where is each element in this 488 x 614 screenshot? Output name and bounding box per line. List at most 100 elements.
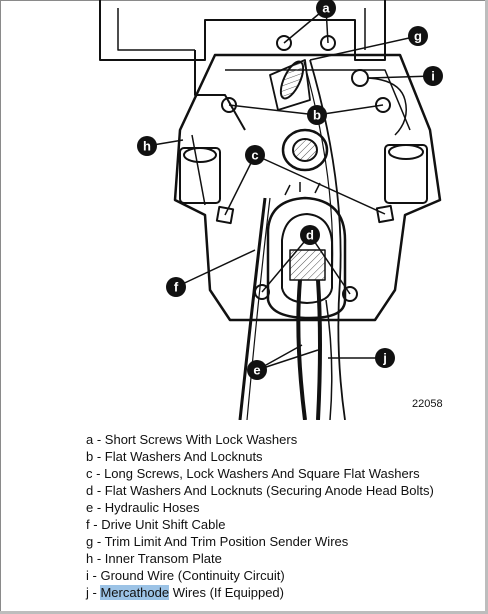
right-stud-housing: [384, 144, 428, 204]
legend-letter: i: [86, 568, 89, 583]
square-washer-c2: [375, 204, 395, 224]
plate-inner-edge: [191, 69, 411, 206]
callout-circle: [316, 0, 336, 18]
hydraulic-hose-1: [296, 279, 307, 420]
callout-e: e: [247, 360, 267, 380]
anode-top-pins: [284, 182, 321, 196]
legend-letter: a: [86, 432, 94, 447]
leader-f: [175, 249, 256, 288]
legend-text: Inner Transom Plate: [104, 551, 222, 566]
legend-text: Trim Limit And Trim Position Sender Wire…: [104, 534, 349, 549]
legend-letter: j: [86, 585, 89, 600]
callout-markers: a g i b h c d f e j: [137, 0, 443, 380]
callout-b: b: [307, 105, 327, 125]
legend-text: Flat Washers And Locknuts (Securing Anod…: [104, 483, 434, 498]
callout-i: i: [423, 66, 443, 86]
legend-text: Wires (If Equipped): [172, 585, 284, 600]
callout-letter: d: [306, 228, 314, 243]
legend-letter: d: [86, 483, 94, 498]
callout-letter: a: [322, 1, 330, 16]
callout-d: d: [300, 225, 320, 245]
legend-item-b: b - Flat Washers And Locknuts: [86, 449, 263, 464]
legend-text: Hydraulic Hoses: [104, 500, 200, 515]
center-port: [281, 128, 329, 172]
page-shadow-right: [485, 0, 488, 614]
ground-wire: [367, 77, 407, 136]
anode-head: [266, 196, 347, 320]
trim-sender-wires: [309, 59, 346, 420]
callout-letter: c: [251, 148, 258, 163]
callout-j: j: [375, 348, 395, 368]
sender-fitting: [279, 60, 305, 100]
callout-letter: h: [143, 139, 151, 154]
leader-i: [367, 75, 434, 79]
highlighted-text-selection[interactable]: Mercathode: [100, 585, 170, 600]
left-stud-top: [183, 147, 217, 163]
legend-item-h: h - Inner Transom Plate: [86, 551, 222, 566]
shift-cable: [238, 197, 267, 420]
legend-item-g: g - Trim Limit And Trim Position Sender …: [86, 534, 349, 549]
legend-item-d: d - Flat Washers And Locknuts (Securing …: [86, 483, 434, 498]
callout-letter: i: [431, 69, 435, 84]
hydraulic-hose-2: [316, 279, 322, 420]
parts-legend: a - Short Screws With Lock Washers b - F…: [86, 431, 434, 601]
legend-item-f: f - Drive Unit Shift Cable: [86, 517, 226, 532]
legend-text: Long Screws, Lock Washers And Square Fla…: [104, 466, 420, 481]
callout-h: h: [137, 136, 157, 156]
figure-number: 22058: [412, 398, 443, 410]
leader-d: [261, 234, 351, 295]
legend-text: Short Screws With Lock Washers: [104, 432, 298, 447]
callout-circle: [245, 145, 265, 165]
inner-transom-plate: [173, 53, 442, 322]
nut-b1: [221, 97, 237, 113]
callout-f: f: [166, 277, 186, 297]
callout-circle: [166, 277, 186, 297]
legend-letter: b: [86, 449, 94, 464]
callout-circle: [408, 26, 428, 46]
square-washer-c1: [215, 205, 235, 225]
screw-a1: [276, 35, 292, 51]
legend-letter: e: [86, 500, 94, 515]
leader-b: [228, 104, 384, 116]
legend-item-i: i - Ground Wire (Continuity Circuit): [86, 568, 285, 583]
nut-d2: [342, 286, 358, 302]
legend-item-a: a - Short Screws With Lock Washers: [86, 432, 298, 447]
bracket-left-arm: [194, 50, 246, 131]
callout-letter: e: [253, 363, 260, 378]
legend-letter: h: [86, 551, 94, 566]
transom-assembly-illustration: a g i b h c d f e j: [99, 0, 443, 420]
legend-letter: g: [86, 534, 94, 549]
callout-c: c: [245, 145, 265, 165]
callout-circle: [423, 66, 443, 86]
callout-g: g: [408, 26, 428, 46]
leader-g: [309, 35, 419, 61]
legend-text: Flat Washers And Locknuts: [104, 449, 263, 464]
callout-letter: g: [414, 29, 422, 44]
legend-letter: c: [86, 466, 93, 481]
page-shadow-bottom: [0, 611, 488, 614]
shift-cable-outline: [246, 197, 271, 420]
callout-letter: f: [174, 280, 179, 295]
anode-window: [289, 249, 326, 281]
callout-circle: [375, 348, 395, 368]
callout-a: a: [316, 0, 336, 18]
callout-circle: [307, 105, 327, 125]
legend-letter: f: [86, 517, 90, 532]
legend-text: Ground Wire (Continuity Circuit): [100, 568, 285, 583]
callout-circle: [247, 360, 267, 380]
upper-housing: [99, 0, 386, 61]
anode-head-inner: [281, 213, 333, 304]
legend-item-j: j - Mercathode Wires (If Equipped): [86, 585, 284, 600]
callout-letter: b: [313, 108, 321, 123]
legend-item-e: e - Hydraulic Hoses: [86, 500, 200, 515]
legend-text: Drive Unit Shift Cable: [101, 517, 226, 532]
mercathode-wires: [325, 299, 333, 420]
center-port-inner: [292, 138, 318, 162]
callout-circle: [300, 225, 320, 245]
nut-b2: [375, 97, 391, 113]
ground-terminal: [351, 69, 369, 87]
callout-letter: j: [382, 351, 387, 366]
right-stud-top: [388, 144, 424, 160]
callout-circle: [137, 136, 157, 156]
leader-c: [224, 154, 386, 216]
